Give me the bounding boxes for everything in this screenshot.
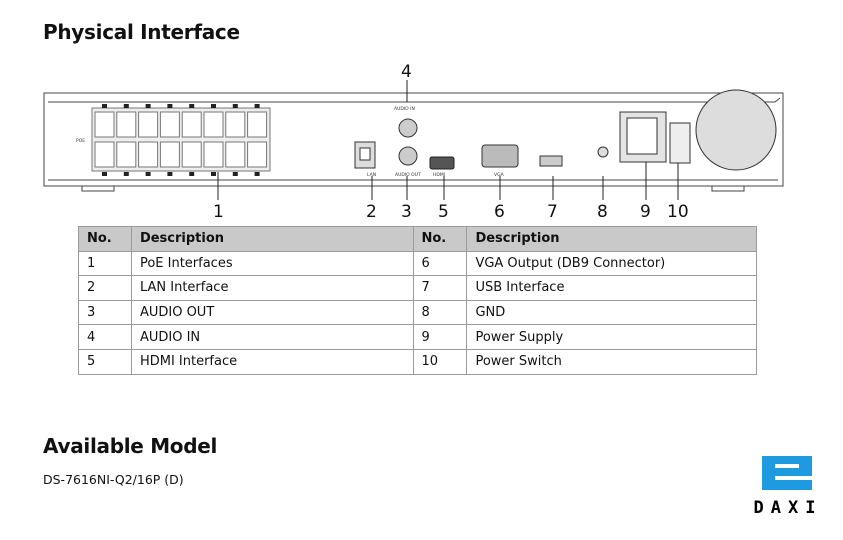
poe-led — [145, 172, 151, 176]
description-cell: LAN Interface — [130, 275, 414, 301]
poe-port — [116, 141, 137, 168]
callout-4: 4 — [401, 62, 412, 82]
description-cell: PoE Interfaces — [130, 250, 414, 277]
poe-led — [123, 104, 129, 108]
chassis — [43, 92, 784, 192]
poe-led — [254, 172, 260, 176]
power-switch — [669, 122, 691, 164]
poe-led — [211, 104, 216, 108]
poe-port — [225, 111, 246, 138]
hdmi-label: HDMI — [433, 172, 445, 178]
poe-led — [167, 172, 173, 176]
callout-1: 1 — [213, 202, 224, 220]
callout-6: 6 — [494, 202, 505, 220]
header-no: No. — [78, 226, 132, 252]
callout-lines — [217, 80, 679, 200]
usb-port — [539, 155, 563, 167]
poe-label: POE — [76, 138, 85, 144]
hdmi-port — [429, 156, 455, 170]
nvr-rear-panel-diagram: POE LAN AUDIO IN AUDIO OUT HDMI VGA 1 2 … — [43, 62, 784, 220]
poe-port — [247, 111, 268, 138]
section-title-available-model: Available Model — [43, 434, 218, 458]
poe-port — [159, 111, 180, 138]
number-cell: 8 — [412, 299, 468, 326]
poe-led — [232, 172, 238, 176]
poe-port — [138, 141, 159, 168]
vga-port — [481, 144, 519, 168]
number-cell: 1 — [78, 250, 132, 277]
poe-port — [181, 111, 202, 138]
description-cell: GND — [466, 299, 757, 326]
poe-led — [167, 104, 173, 108]
poe-led — [254, 104, 260, 108]
description-cell: Power Switch — [466, 348, 757, 375]
description-cell: VGA Output (DB9 Connector) — [466, 250, 757, 277]
poe-port — [116, 111, 137, 138]
audio-out-jack — [398, 146, 418, 166]
lan-port — [354, 141, 376, 169]
audio-in-jack — [398, 118, 418, 138]
callout-5: 5 — [438, 202, 449, 220]
section-title-physical-interface: Physical Interface — [43, 20, 240, 44]
poe-port — [181, 141, 202, 168]
description-cell: USB Interface — [466, 275, 757, 301]
number-cell: 5 — [78, 348, 132, 375]
poe-port — [159, 141, 180, 168]
number-cell: 9 — [412, 324, 468, 350]
header-no: No. — [412, 226, 468, 252]
audio-in-label: AUDIO IN — [394, 106, 415, 112]
callout-9: 9 — [640, 202, 651, 220]
header-description: Description — [130, 226, 414, 252]
poe-port-grid — [94, 104, 268, 176]
poe-led — [189, 172, 195, 176]
poe-led — [102, 172, 107, 176]
poe-port — [94, 111, 115, 138]
model-number: DS-7616NI-Q2/16P (D) — [43, 472, 184, 487]
number-cell: 6 — [412, 250, 468, 277]
logo-text: DAXI — [753, 498, 823, 518]
description-cell: AUDIO IN — [130, 324, 414, 350]
poe-led — [232, 104, 238, 108]
gnd-screw — [597, 146, 609, 158]
callout-7: 7 — [547, 202, 558, 220]
logo-mark-icon — [762, 456, 812, 490]
daxi-logo: DAXI — [737, 454, 839, 518]
number-cell: 4 — [78, 324, 132, 350]
poe-port — [247, 141, 268, 168]
poe-port — [225, 141, 246, 168]
callout-10: 10 — [667, 202, 689, 220]
poe-led — [123, 172, 129, 176]
description-cell: AUDIO OUT — [130, 299, 414, 326]
header-description: Description — [466, 226, 757, 252]
poe-led — [102, 104, 107, 108]
description-cell: HDMI Interface — [130, 348, 414, 375]
lan-label: LAN — [367, 172, 376, 178]
poe-led — [189, 104, 195, 108]
number-cell: 3 — [78, 299, 132, 326]
callout-2: 2 — [366, 202, 377, 220]
callout-8: 8 — [597, 202, 608, 220]
poe-port — [138, 111, 159, 138]
poe-port — [203, 141, 224, 168]
vga-label: VGA — [494, 172, 505, 178]
poe-led — [211, 172, 216, 176]
description-cell: Power Supply — [466, 324, 757, 350]
fan-grille — [695, 89, 777, 171]
poe-port — [203, 111, 224, 138]
number-cell: 7 — [412, 275, 468, 301]
number-cell: 10 — [412, 348, 468, 375]
number-cell: 2 — [78, 275, 132, 301]
callout-3: 3 — [401, 202, 412, 220]
table-header-row: No. Description No. Description — [78, 226, 757, 252]
poe-led — [145, 104, 151, 108]
audio-out-label: AUDIO OUT — [395, 172, 421, 178]
poe-port — [94, 141, 115, 168]
